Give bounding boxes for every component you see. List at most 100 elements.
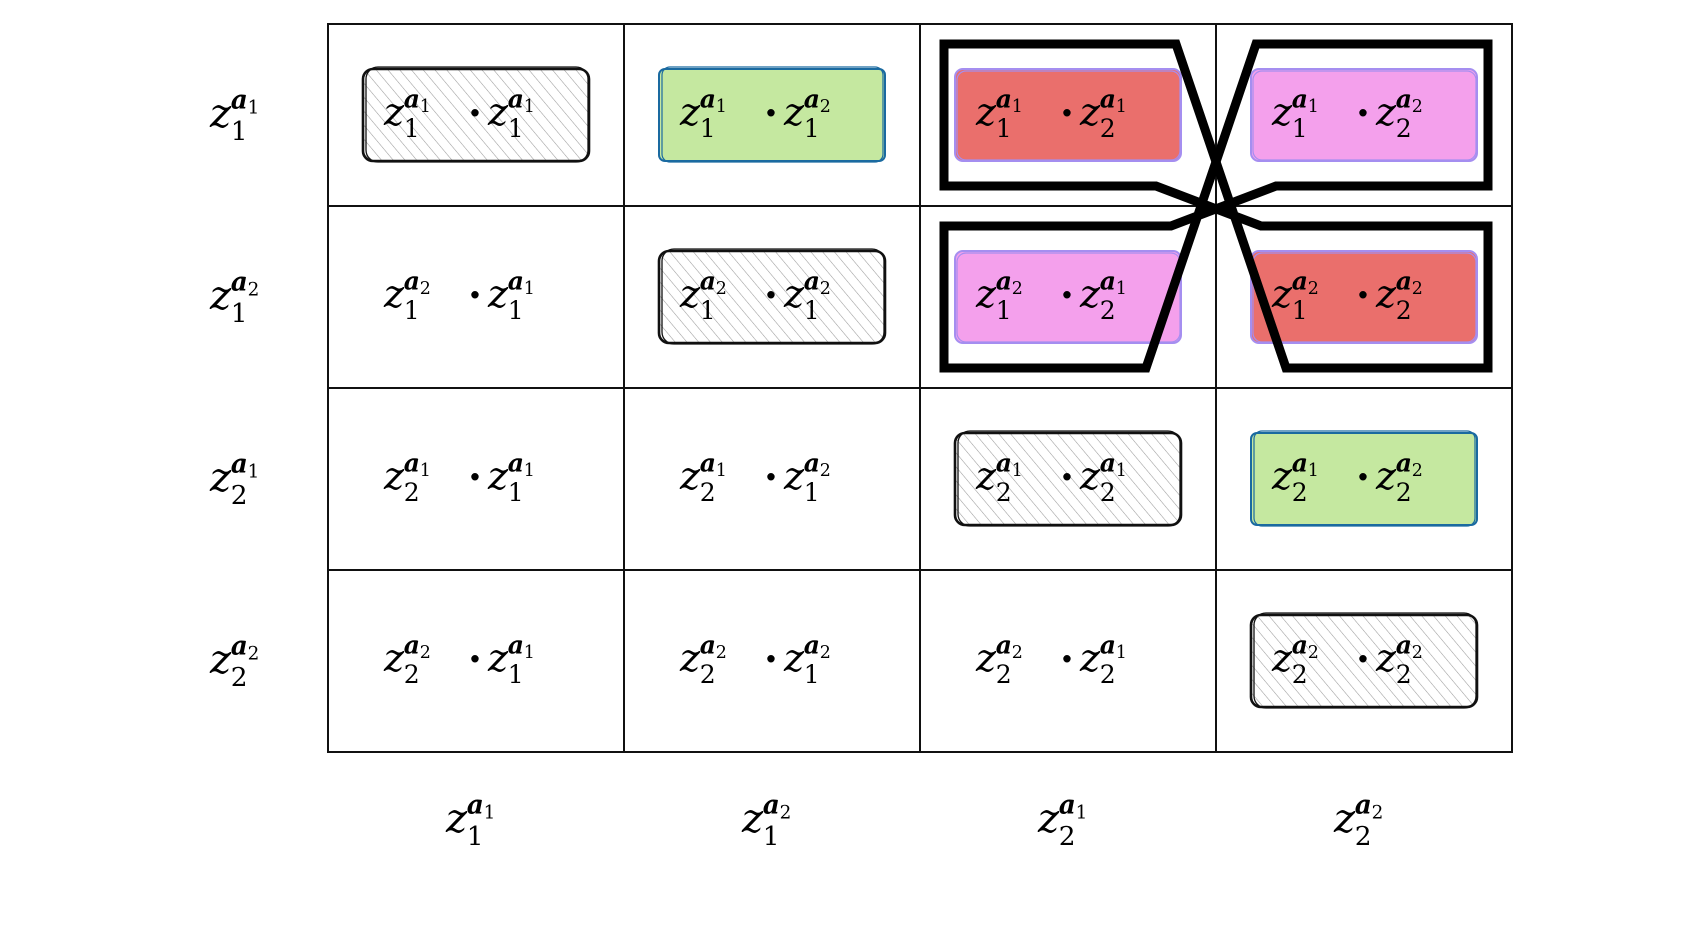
cell-highlights [361,66,1479,709]
hatch-box-sketch [365,66,589,163]
term-base: z [783,636,805,680]
term-sub: 2 [1100,478,1116,507]
term-sub: 1 [996,296,1012,325]
cell-box-hatch [1249,612,1479,709]
product-dot: · [468,454,482,501]
term-base: z [1271,272,1293,316]
term-sup-sub: 1 [1116,643,1127,663]
term-sup: a [1100,266,1116,296]
term-base: z [209,637,232,683]
term-sup: a [804,630,820,660]
hatch-box-sketch [957,430,1181,527]
red-box [1250,250,1478,344]
term-sub: 2 [231,662,248,693]
term-sup: a [404,448,420,478]
pink-box [1250,68,1478,162]
term-sup-sub: 2 [820,97,831,117]
swap-connector [939,39,1493,373]
product-dot: · [468,90,482,137]
product-dot: · [1060,636,1074,683]
term-sup-sub: 2 [820,279,831,299]
product-dot: · [468,636,482,683]
term-sup-sub: 1 [716,97,727,117]
term-sup: a [1292,84,1308,114]
product-dot: · [1356,454,1370,501]
term-base: z [209,91,232,137]
term-sup-sub: 1 [1116,279,1127,299]
term-sup-sub: 1 [524,643,535,663]
term-sub: 2 [1292,660,1308,689]
product-dot: · [1060,454,1074,501]
term-sub: 1 [508,296,524,325]
term-sup-sub: 2 [1308,643,1319,663]
term-base: z [783,272,805,316]
term-sup: a [996,266,1012,296]
term-sub: 2 [1059,821,1076,852]
term-sub: 1 [508,114,524,143]
term-sub: 1 [700,296,716,325]
term-base: z [487,272,509,316]
term-sup: a [1396,448,1412,478]
grid [327,23,1513,753]
term-sub: 1 [1292,296,1308,325]
term-sup: a [1396,84,1412,114]
term-sup: a [404,84,420,114]
product-dot: · [764,454,778,501]
term-sub: 2 [996,478,1012,507]
term-sup-sub: 2 [1412,643,1423,663]
term-sup-sub: 2 [1372,802,1384,823]
cell-box-red [954,68,1182,162]
term-sub: 1 [763,821,780,852]
term-base: z [1375,636,1397,680]
term-sup: a [1355,790,1372,821]
green-box-sketch [1253,430,1476,527]
product-dot: · [1060,90,1074,137]
term-sup: a [508,84,524,114]
term-sub: 1 [404,296,420,325]
term-sub: 1 [804,478,820,507]
term-sup: a [1100,630,1116,660]
term-sup-sub: 2 [716,279,727,299]
term-sup-sub: 1 [1308,461,1319,481]
term-base: z [679,636,701,680]
cell-box-pink [954,250,1182,344]
term-sup: a [508,266,524,296]
product-dot: · [764,90,778,137]
term-sup: a [231,85,248,116]
term-sup-sub: 1 [524,279,535,299]
term-sup-sub: 2 [248,643,260,664]
term-sub: 2 [231,480,248,511]
term-sub: 1 [231,116,248,147]
term-sup: a [804,266,820,296]
term-base: z [1333,796,1356,842]
term-sup: a [1396,266,1412,296]
product-dot: · [1356,90,1370,137]
term-sup-sub: 2 [1012,279,1023,299]
term-sup-sub: 1 [248,461,260,482]
term-base: z [383,90,405,134]
red-box-sketch [956,70,1181,161]
term-base: z [1079,636,1101,680]
term-base: z [383,272,405,316]
term-base: z [383,636,405,680]
term-sub: 2 [996,660,1012,689]
term-sup: a [1396,630,1412,660]
pink-box-sketch [956,252,1181,343]
term-sub: 2 [1100,296,1116,325]
term-sup: a [1059,790,1076,821]
